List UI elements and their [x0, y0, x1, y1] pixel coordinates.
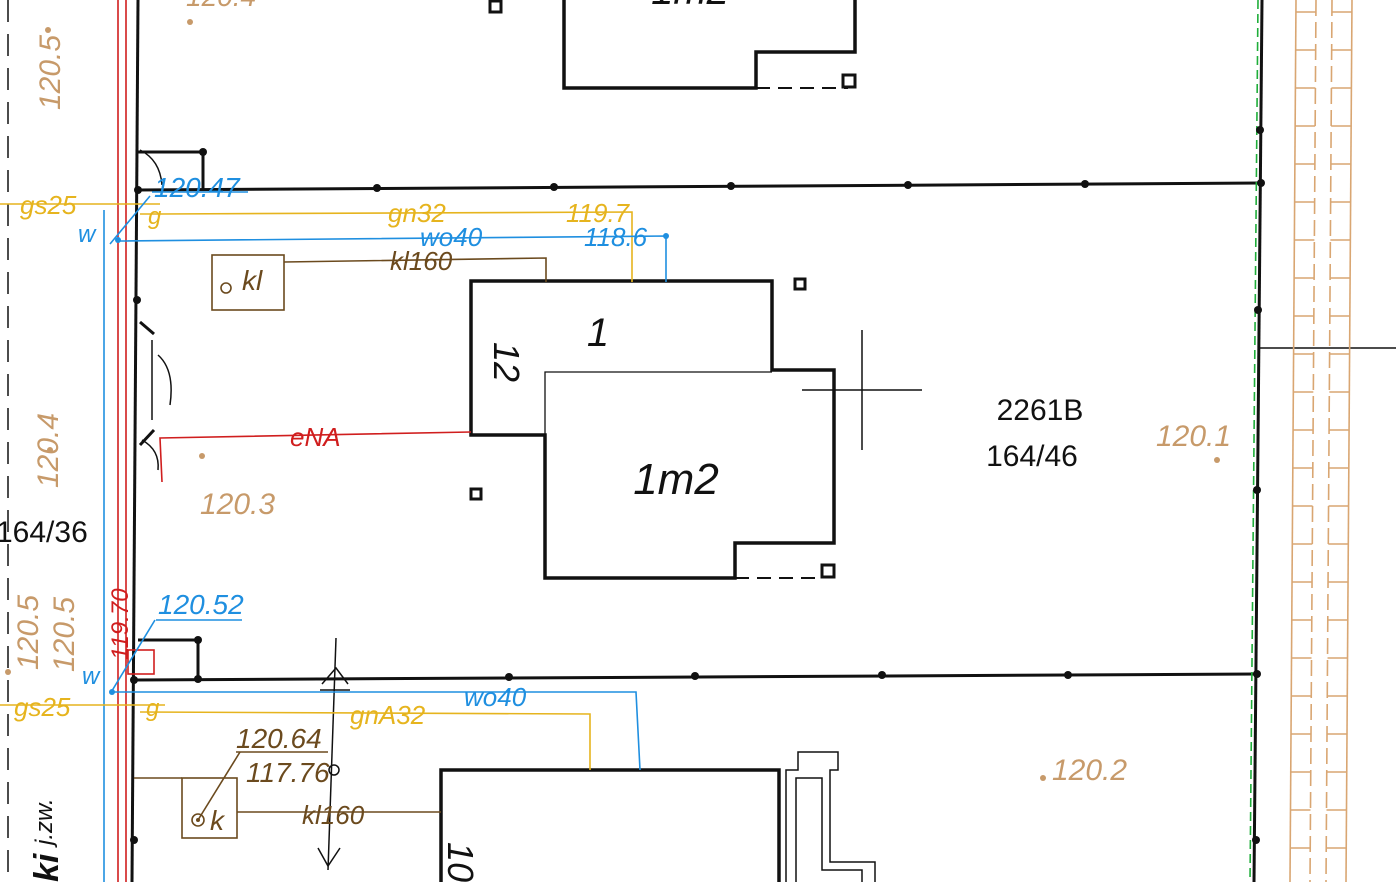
water-node-left	[115, 237, 121, 243]
gate-arc-low	[141, 439, 159, 471]
water-line-bottom	[112, 691, 641, 771]
building-main-corner	[820, 563, 836, 579]
water-elevation-bottom: 120.52	[158, 589, 244, 620]
spot-height-right-center: 120.1	[1156, 420, 1231, 453]
boundary-points	[130, 126, 1265, 844]
spot-height-right-bottom: 120.2	[1052, 754, 1127, 787]
power-line-label: eNA	[290, 422, 341, 452]
street-boundary-line	[130, 0, 140, 882]
power-elevation-label: 119.70	[107, 588, 134, 660]
building-top	[562, 0, 857, 90]
gate-post-b	[138, 428, 156, 447]
parcel-boundary-top	[137, 181, 1263, 192]
fence-line	[1249, 0, 1259, 882]
sewer-line-top	[283, 257, 547, 282]
gas-service-top-label: gs25	[20, 190, 77, 220]
sewer-elevation-top: 120.64	[236, 723, 322, 754]
water-node-top	[663, 233, 669, 239]
left-parcel-number-label: 164/36	[0, 516, 88, 549]
water-elevation-mid: 118.6	[584, 222, 648, 252]
gas-line-top	[159, 211, 633, 282]
gas-elevation-top: 119.7	[566, 198, 631, 228]
building-top-floors-label: 1m2	[651, 0, 729, 13]
stairs-outline	[785, 751, 876, 882]
sewer-line-bottom-label: kl160	[302, 800, 365, 830]
water-node-bottom	[109, 689, 115, 695]
sewer-box-bottom-label: k	[210, 805, 226, 836]
gas-letter-top: g	[148, 203, 162, 230]
stairs-inner	[795, 777, 863, 882]
water-service-top	[109, 195, 151, 245]
sewer-box-top-label: kl	[242, 265, 263, 296]
survey-marker-a	[793, 277, 807, 291]
sewer-elevation-bottom: 117.76	[246, 757, 330, 788]
dimension-arrow-down	[317, 847, 341, 868]
gas-service-bottom-label: gs25	[14, 692, 71, 722]
power-line	[159, 431, 472, 483]
sewer-box-top	[211, 254, 285, 311]
spot-height-left-low-a: 120.5	[12, 595, 45, 670]
spot-height-dots	[5, 19, 1220, 781]
water-line-top-label: wo40	[420, 222, 483, 252]
wall-hatching-rungs	[1290, 11, 1352, 849]
water-letter-top: w	[78, 221, 97, 248]
building-main-floors-label: 1m2	[633, 455, 719, 504]
sewer-box-bottom	[181, 777, 238, 839]
parcel-number-label: 164/46	[986, 440, 1078, 473]
dimension-arrow-up	[321, 666, 349, 685]
water-line-bottom-label: wo40	[464, 682, 527, 712]
sewer-box-bottom-symbol	[191, 813, 205, 827]
sewer-box-top-symbol	[220, 282, 232, 294]
power-box-bottom	[127, 649, 155, 675]
gas-line-bottom	[139, 711, 591, 770]
sewer-line-top-label: kl160	[390, 246, 453, 276]
building-main-number-label: 12	[486, 342, 527, 382]
building-main-wing-label: 1	[587, 311, 609, 355]
building-main	[469, 279, 836, 580]
spot-height-left-center: 120.3	[200, 488, 275, 521]
building-bottom-number-label: 10	[440, 842, 481, 882]
gas-letter-bottom: g	[146, 695, 160, 722]
building-bottom	[439, 768, 781, 882]
building-top-corner	[841, 73, 857, 89]
dimension-line	[327, 637, 337, 871]
water-letter-bottom: w	[82, 663, 101, 690]
wall-hatching	[1289, 0, 1353, 882]
water-service-bottom	[109, 619, 156, 695]
gas-line-bottom-label: gnA32	[350, 700, 426, 730]
spot-height-top: 120.4	[186, 0, 256, 12]
survey-marker-top	[488, 0, 503, 14]
gate-arc-mid	[157, 354, 172, 406]
spot-height-left-mid: 120.4	[32, 413, 65, 488]
spot-height-left-top: 120.5	[34, 35, 67, 110]
inspection-chamber	[328, 764, 340, 776]
water-elevation-top: 120.47	[154, 172, 241, 203]
survey-marker-b	[469, 487, 483, 501]
entrance-box-bottom	[138, 638, 200, 678]
gas-line-top-label: gn32	[388, 198, 446, 228]
spot-height-left-low-b: 120.5	[48, 597, 81, 672]
parcel-boundary-right	[1252, 0, 1264, 882]
building-main-wing-line	[544, 371, 772, 435]
sewer-elevation-leader	[197, 751, 241, 821]
street-name-fragment: ki	[28, 852, 66, 882]
parcel-id-label: 2261B	[997, 394, 1084, 427]
street-suffix: j.zw.	[31, 798, 58, 848]
gate-post-a	[139, 320, 155, 336]
